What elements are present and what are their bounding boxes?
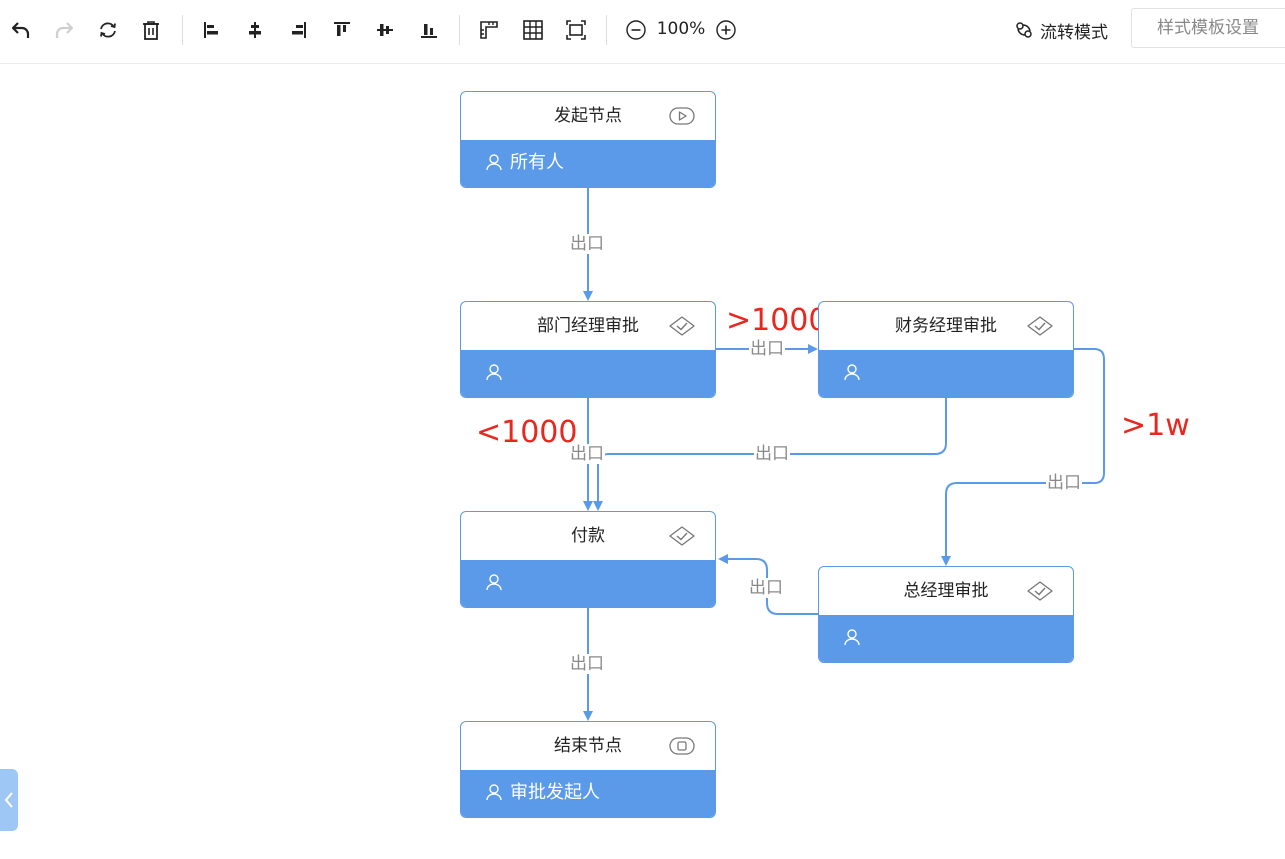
- node-dept-manager-approval[interactable]: 部门经理审批: [460, 301, 716, 398]
- zoom-out-button[interactable]: [621, 15, 651, 45]
- node-header: 结束节点: [461, 722, 715, 771]
- node-assignee-bar: [461, 560, 715, 607]
- stop-icon: [669, 737, 695, 755]
- toolbar-divider: [459, 15, 460, 45]
- condition-label-gt-1000: >1000: [726, 303, 828, 338]
- edge-label-finance-to-payment: 出口: [754, 444, 790, 464]
- grid-icon: [523, 20, 543, 40]
- node-payment[interactable]: 付款: [460, 511, 716, 608]
- fit-view-icon: [566, 20, 586, 40]
- align-top-button[interactable]: [327, 15, 357, 45]
- node-title: 发起节点: [554, 106, 622, 126]
- approve-check-icon: [669, 316, 695, 336]
- condition-label-gt-1w: >1w: [1121, 408, 1190, 443]
- node-assignee-bar: 审批发起人: [461, 770, 715, 817]
- user-icon: [844, 629, 860, 646]
- align-bottom-button[interactable]: [414, 15, 444, 45]
- node-title: 财务经理审批: [895, 316, 997, 336]
- fit-view-button[interactable]: [561, 15, 591, 45]
- align-middle-button[interactable]: [370, 15, 400, 45]
- node-assignee: 所有人: [510, 152, 564, 173]
- node-general-manager-approval[interactable]: 总经理审批: [818, 566, 1074, 663]
- node-header: 发起节点: [461, 92, 715, 141]
- node-title: 结束节点: [554, 736, 622, 756]
- flow-canvas[interactable]: 出口 出口 出口 出口 出口 出口 出口 >1000 <1000 >1w 发起节…: [0, 65, 1285, 859]
- flow-mode-icon: [1016, 22, 1032, 38]
- node-title: 付款: [571, 526, 605, 546]
- node-assignee-bar: [819, 615, 1073, 662]
- align-bottom-icon: [421, 24, 437, 38]
- node-assignee: 审批发起人: [510, 782, 600, 803]
- node-header: 付款: [461, 512, 715, 561]
- approve-check-icon: [669, 526, 695, 546]
- align-right-button[interactable]: [283, 15, 313, 45]
- user-icon: [486, 154, 502, 171]
- toolbar-divider: [182, 15, 183, 45]
- edge-label-finance-to-gm: 出口: [1046, 473, 1082, 493]
- node-end[interactable]: 结束节点 审批发起人: [460, 721, 716, 818]
- user-icon: [486, 364, 502, 381]
- toolbar-divider: [606, 15, 607, 45]
- style-template-button[interactable]: 样式模板设置: [1131, 8, 1285, 48]
- redo-icon: [55, 22, 74, 38]
- edge-label-gm-to-payment: 出口: [748, 578, 784, 598]
- grid-button[interactable]: [518, 15, 548, 45]
- user-icon: [844, 364, 860, 381]
- zoom-in-icon: [716, 20, 736, 40]
- redo-button[interactable]: [49, 15, 79, 45]
- node-finance-manager-approval[interactable]: 财务经理审批: [818, 301, 1074, 398]
- undo-button[interactable]: [6, 15, 36, 45]
- node-assignee-bar: 所有人: [461, 140, 715, 187]
- refresh-button[interactable]: [93, 15, 123, 45]
- ruler-icon: [480, 21, 498, 39]
- align-left-icon: [204, 22, 218, 38]
- align-top-icon: [334, 22, 350, 36]
- edge-label-dept-to-payment: 出口: [569, 444, 605, 464]
- node-assignee-bar: [819, 350, 1073, 397]
- condition-label-lt-1000: <1000: [476, 415, 578, 450]
- node-title: 部门经理审批: [537, 316, 639, 336]
- node-header: 财务经理审批: [819, 302, 1073, 351]
- node-header: 部门经理审批: [461, 302, 715, 351]
- zoom-level: 100%: [656, 19, 706, 39]
- refresh-icon: [100, 22, 116, 38]
- node-start[interactable]: 发起节点 所有人: [460, 91, 716, 188]
- trash-icon: [143, 21, 159, 40]
- node-header: 总经理审批: [819, 567, 1073, 616]
- sidebar-expand-tab[interactable]: [0, 769, 18, 831]
- play-icon: [669, 107, 695, 125]
- align-center-button[interactable]: [240, 15, 270, 45]
- align-center-icon: [249, 22, 261, 38]
- align-middle-icon: [377, 24, 393, 36]
- node-assignee-bar: [461, 350, 715, 397]
- zoom-out-icon: [626, 20, 646, 40]
- ruler-button[interactable]: [474, 15, 504, 45]
- user-icon: [486, 574, 502, 591]
- edge-label-start-to-dept: 出口: [569, 234, 605, 254]
- align-right-icon: [292, 22, 306, 38]
- approve-check-icon: [1027, 581, 1053, 601]
- delete-button[interactable]: [136, 15, 166, 45]
- approve-check-icon: [1027, 316, 1053, 336]
- align-left-button[interactable]: [197, 15, 227, 45]
- flow-mode-label: 流转模式: [1040, 22, 1108, 43]
- undo-icon: [11, 22, 30, 38]
- edge-label-dept-to-finance: 出口: [749, 339, 785, 359]
- chevron-left-icon: [4, 792, 13, 808]
- user-icon: [486, 784, 502, 801]
- node-title: 总经理审批: [903, 581, 989, 601]
- edge-finance-to-gm[interactable]: [941, 348, 1105, 566]
- flow-mode-button[interactable]: 流转模式: [1014, 15, 1124, 45]
- edge-label-payment-to-end: 出口: [569, 654, 605, 674]
- zoom-in-button[interactable]: [711, 15, 741, 45]
- toolbar: 100% 流转模式 样式模板设置: [0, 0, 1285, 64]
